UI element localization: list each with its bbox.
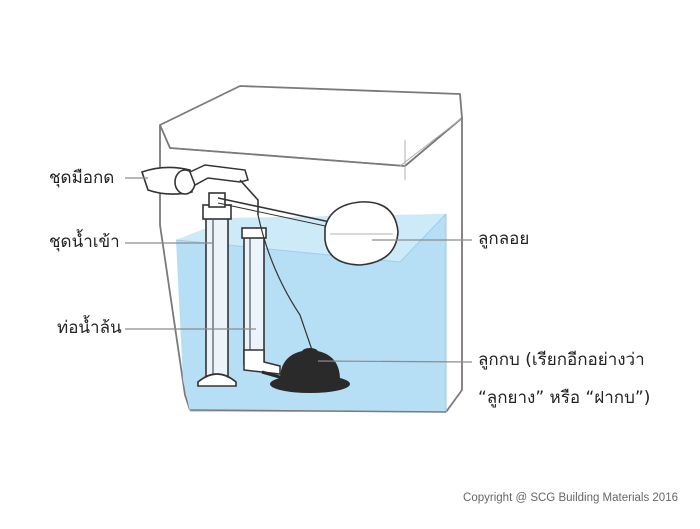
copyright-text: Copyright @ SCG Building Materials 2016 [463,492,678,504]
flapper-icon [261,348,350,393]
leader-lines [125,177,473,363]
label-inlet: ชุดน้ำเข้า [49,232,120,252]
float-ball-icon [217,197,399,266]
overflow-pipe [241,227,281,375]
label-float: ลูกลอย [478,229,530,249]
label-flapper-line1: ลูกกบ (เรียกอีกอย่างว่า [478,350,645,370]
label-handle: ชุดมือกด [49,168,115,188]
flush-handle-icon [140,164,259,215]
label-flapper-line2: “ลูกยาง” หรือ “ฝากบ”) [478,388,651,408]
toilet-tank-icon [159,85,463,413]
fill-valve [197,192,237,387]
label-overflow: ท่อน้ำล้น [57,318,122,338]
